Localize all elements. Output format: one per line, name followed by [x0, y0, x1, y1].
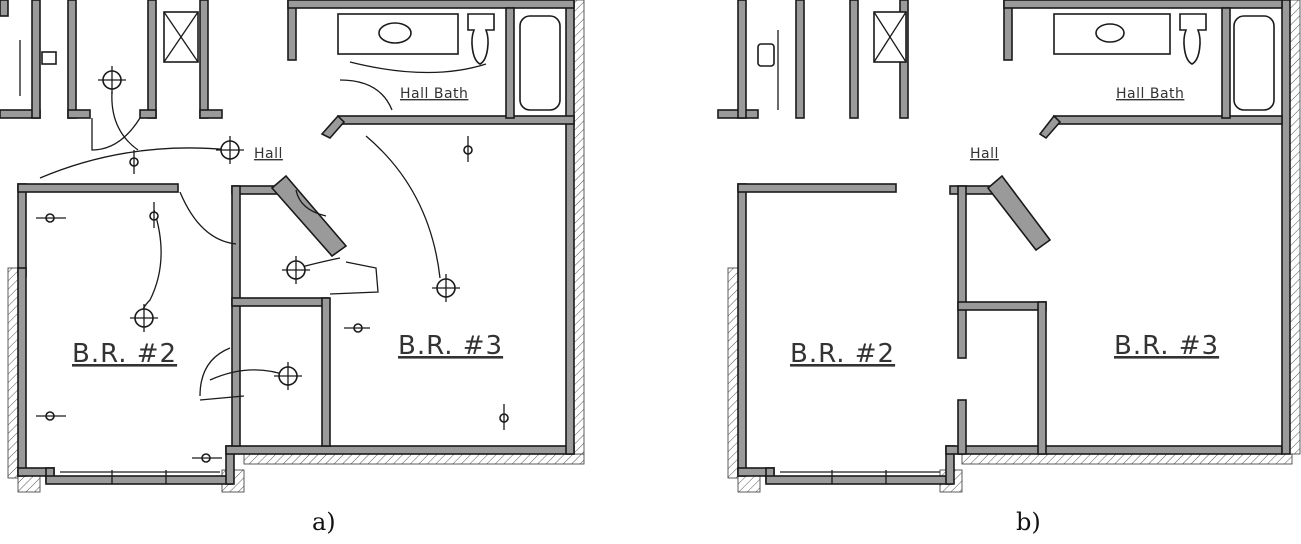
hall-label-b: Hall — [970, 146, 999, 162]
floor-plan-b: Hall Bath Hall B.R. #2 B.R. #3 b) — [717, 0, 1301, 536]
br3-label-b: B.R. #3 — [1114, 331, 1219, 361]
caption-b: b) — [1016, 508, 1041, 536]
br2-label-b: B.R. #2 — [790, 339, 895, 369]
br3-label-a: B.R. #3 — [398, 331, 503, 361]
hall-bath-label-b: Hall Bath — [1116, 86, 1184, 102]
floor-plan-a: Hall Bath Hall B.R. #2 B.R. #3 a) — [0, 0, 585, 536]
hall-bath-label-a: Hall Bath — [400, 86, 468, 102]
br2-label-a: B.R. #2 — [72, 339, 177, 369]
caption-a: a) — [312, 508, 336, 536]
hall-label-a: Hall — [254, 146, 283, 162]
